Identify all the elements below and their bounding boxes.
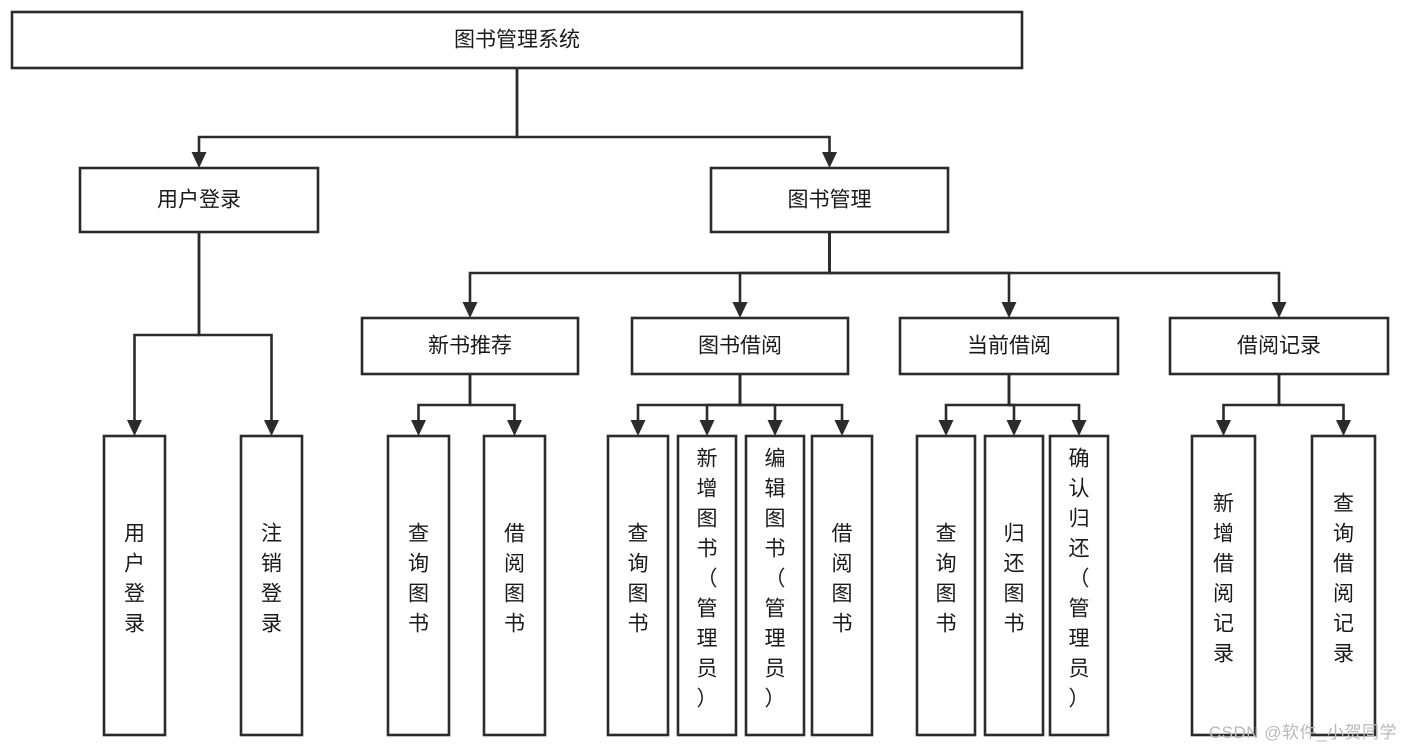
node-leaf-borrow-query-book-box[interactable] — [606, 434, 670, 737]
node-leaf-cur-query-book-box[interactable] — [915, 434, 977, 737]
connector-l2-book-manage-to-l3-new-book-rec — [462, 232, 831, 318]
node-leaf-user-logout-label: 注销登录 — [261, 523, 282, 636]
node-leaf-borrow-edit-book-label: 编辑图书（管理员） — [765, 448, 786, 711]
arrowhead-icon — [699, 420, 715, 436]
node-leaf-cur-confirm-return-label: 确认归还（管理员） — [1069, 448, 1090, 711]
node-leaf-rec-query-book-box[interactable] — [386, 434, 451, 737]
node-l3-current-borrow-box[interactable] — [898, 316, 1120, 376]
node-leaf-borrow-query-book[interactable]: 查询图书 — [606, 434, 670, 737]
arrowhead-icon — [127, 420, 142, 436]
arrowhead-icon — [938, 420, 954, 436]
node-leaf-user-login-box[interactable] — [102, 434, 167, 737]
node-leaf-user-logout[interactable]: 注销登录 — [239, 434, 304, 737]
node-leaf-rec-query-book-label: 查询图书 — [408, 523, 429, 636]
arrowhead-icon — [732, 302, 748, 318]
arrowhead-icon — [1336, 420, 1351, 436]
connector-l3-new-book-rec-to-leaf-rec-query-book — [411, 374, 472, 436]
node-l2-book-manage-label: 图书管理 — [788, 189, 872, 212]
connector-l3-book-borrow-to-leaf-borrow-lend-book — [738, 374, 850, 436]
node-l3-current-borrow[interactable]: 当前借阅 — [898, 316, 1120, 376]
node-leaf-borrow-lend-book-label: 借阅图书 — [832, 523, 853, 636]
node-leaf-user-login-label: 用户登录 — [124, 523, 145, 636]
node-l2-user-login-box[interactable] — [78, 166, 320, 234]
node-root-box[interactable] — [10, 10, 1024, 70]
node-leaf-cur-query-book[interactable]: 查询图书 — [915, 434, 977, 737]
node-leaf-borrow-add-book-label: 新增图书（管理员） — [697, 448, 718, 711]
node-l3-current-borrow-label: 当前借阅 — [967, 335, 1051, 358]
arrowhead-icon — [1006, 420, 1022, 436]
node-l3-borrow-record-box[interactable] — [1168, 316, 1390, 376]
arrowhead-icon — [264, 420, 279, 436]
node-l2-user-login-label: 用户登录 — [157, 189, 241, 212]
arrowhead-icon — [767, 420, 783, 436]
node-leaf-borrow-lend-book[interactable]: 借阅图书 — [810, 434, 874, 737]
node-l3-book-borrow-label: 图书借阅 — [698, 335, 782, 358]
node-root-label: 图书管理系统 — [454, 29, 580, 52]
node-l2-book-manage[interactable]: 图书管理 — [709, 166, 950, 234]
arrowhead-icon — [507, 420, 522, 436]
node-layer: 图书管理系统用户登录图书管理新书推荐图书借阅当前借阅借阅记录用户登录注销登录查询… — [10, 10, 1390, 737]
arrowhead-icon — [1271, 302, 1287, 318]
arrowhead-icon — [822, 152, 837, 168]
node-l2-user-login[interactable]: 用户登录 — [78, 166, 320, 234]
node-leaf-borrow-lend-book-box[interactable] — [810, 434, 874, 737]
arrowhead-icon — [1216, 420, 1231, 436]
arrowhead-icon — [462, 302, 478, 318]
node-leaf-rec-query-record-box[interactable] — [1310, 434, 1377, 737]
watermark-label: CSDN @软件_小贺同学 — [1208, 723, 1397, 742]
node-leaf-rec-query-record[interactable]: 查询借阅记录 — [1310, 434, 1377, 737]
connector-l2-book-manage-to-l3-current-borrow — [828, 232, 1017, 318]
node-leaf-cur-confirm-return-box[interactable] — [1048, 434, 1110, 737]
node-l3-borrow-record[interactable]: 借阅记录 — [1168, 316, 1390, 376]
arrowhead-icon — [191, 152, 207, 168]
connector-l2-user-login-to-leaf-user-logout — [197, 232, 279, 436]
node-leaf-cur-return-book-box[interactable] — [983, 434, 1045, 737]
arrowhead-icon — [834, 420, 850, 436]
node-leaf-rec-borrow-book[interactable]: 借阅图书 — [482, 434, 547, 737]
node-leaf-rec-add-record-label: 新增借阅记录 — [1213, 493, 1234, 666]
node-leaf-rec-add-record[interactable]: 新增借阅记录 — [1190, 434, 1257, 737]
connector-l2-book-manage-to-l3-book-borrow — [732, 232, 831, 318]
arrowhead-icon — [1001, 302, 1017, 318]
node-leaf-cur-return-book[interactable]: 归还图书 — [983, 434, 1045, 737]
connector-root-to-l2-book-manage — [515, 68, 837, 168]
node-root[interactable]: 图书管理系统 — [10, 10, 1024, 70]
connector-layer — [127, 68, 1351, 436]
arrowhead-icon — [630, 420, 646, 436]
connector-l3-new-book-rec-to-leaf-rec-borrow-book — [468, 374, 522, 436]
connector-l2-book-manage-to-l3-borrow-record — [828, 232, 1287, 318]
connector-l3-borrow-record-to-leaf-rec-query-record — [1277, 374, 1351, 436]
node-leaf-user-logout-box[interactable] — [239, 434, 304, 737]
connector-l3-current-borrow-to-leaf-cur-query-book — [938, 374, 1011, 436]
connector-l3-current-borrow-to-leaf-cur-confirm-return — [1007, 374, 1087, 436]
node-l3-new-book-rec-label: 新书推荐 — [428, 335, 512, 358]
connector-l2-user-login-to-leaf-user-login — [127, 232, 201, 436]
node-leaf-borrow-edit-book-box[interactable] — [744, 434, 806, 737]
node-leaf-borrow-query-book-label: 查询图书 — [628, 523, 649, 636]
node-leaf-rec-borrow-book-label: 借阅图书 — [504, 523, 525, 636]
arrowhead-icon — [1071, 420, 1087, 436]
node-leaf-borrow-edit-book[interactable]: 编辑图书（管理员） — [744, 434, 806, 737]
node-leaf-cur-confirm-return[interactable]: 确认归还（管理员） — [1048, 434, 1110, 737]
node-leaf-rec-query-record-label: 查询借阅记录 — [1333, 493, 1354, 666]
node-l3-new-book-rec-box[interactable] — [360, 316, 580, 376]
node-l3-book-borrow-box[interactable] — [630, 316, 850, 376]
connector-l3-borrow-record-to-leaf-rec-add-record — [1216, 374, 1281, 436]
node-leaf-cur-query-book-label: 查询图书 — [936, 523, 957, 636]
node-leaf-rec-borrow-book-box[interactable] — [482, 434, 547, 737]
node-l3-book-borrow[interactable]: 图书借阅 — [630, 316, 850, 376]
node-leaf-cur-return-book-label: 归还图书 — [1004, 523, 1025, 636]
node-leaf-rec-add-record-box[interactable] — [1190, 434, 1257, 737]
node-l3-borrow-record-label: 借阅记录 — [1237, 335, 1321, 358]
node-leaf-borrow-add-book[interactable]: 新增图书（管理员） — [676, 434, 738, 737]
node-leaf-rec-query-book[interactable]: 查询图书 — [386, 434, 451, 737]
node-l2-book-manage-box[interactable] — [709, 166, 950, 234]
arrowhead-icon — [411, 420, 426, 436]
node-leaf-borrow-add-book-box[interactable] — [676, 434, 738, 737]
connector-root-to-l2-user-login — [191, 68, 519, 168]
node-leaf-user-login[interactable]: 用户登录 — [102, 434, 167, 737]
node-l3-new-book-rec[interactable]: 新书推荐 — [360, 316, 580, 376]
